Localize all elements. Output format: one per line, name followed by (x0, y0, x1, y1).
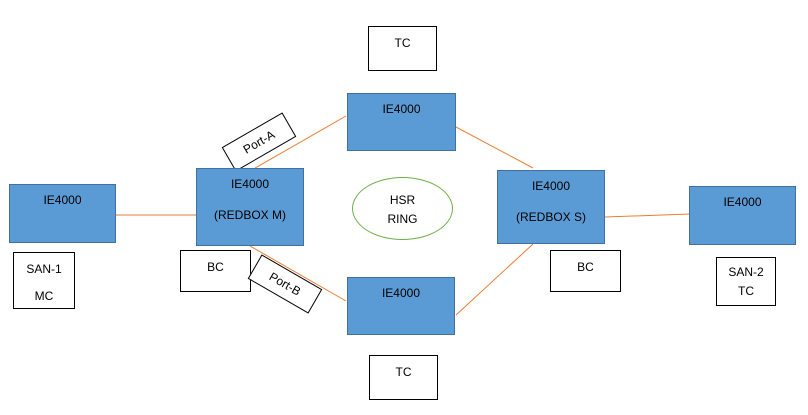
switch-redbox-s-label: IE4000 (531, 179, 571, 193)
ring-label-line1: HSR (389, 193, 416, 207)
switch-bottom: IE4000 (347, 277, 455, 335)
switch-san2: IE4000 (689, 186, 796, 245)
san2-label-line2: TC (738, 284, 754, 298)
top-tc-label: TC (394, 36, 411, 50)
redbox-s-bc-label-box: BC (550, 250, 621, 292)
ring-label-line2: RING (387, 212, 418, 226)
san1-label-line2: MC (34, 289, 54, 303)
switch-top: IE4000 (347, 93, 456, 151)
bottom-tc-label: TC (395, 365, 412, 379)
redbox-m-bc-label-box: BC (180, 250, 251, 292)
link-top-redbox-s (455, 126, 534, 169)
switch-redbox-m-label: IE4000 (230, 177, 270, 191)
switch-top-label: IE4000 (382, 102, 421, 116)
link-redbox-s-san2 (604, 213, 691, 218)
top-tc-label-box: TC (368, 26, 437, 71)
switch-redbox-m: IE4000 (REDBOX M) (196, 168, 304, 246)
switch-san1-label: IE4000 (43, 193, 82, 207)
redbox-s-bc-label: BC (577, 260, 594, 274)
switch-san1: IE4000 (9, 184, 116, 243)
switch-redbox-s-sublabel: (REDBOX S) (515, 210, 586, 224)
switch-redbox-m-sublabel: (REDBOX M) (214, 208, 286, 222)
san2-label-line1: SAN-2 (728, 265, 764, 279)
redbox-m-bc-label: BC (207, 260, 224, 274)
san1-label-box: SAN-1 MC (13, 252, 75, 309)
san1-label-line1: SAN-1 (26, 262, 62, 276)
switch-san2-label: IE4000 (723, 195, 762, 209)
link-redbox-m-top (249, 115, 347, 172)
link-redbox-m-bottom (249, 245, 347, 302)
hsr-ring: HSR RING (352, 177, 453, 240)
san2-label-box: SAN-2 TC (716, 257, 776, 306)
switch-bottom-label: IE4000 (381, 286, 421, 300)
link-bottom-redbox-s (455, 243, 534, 316)
bottom-tc-label-box: TC (369, 355, 438, 400)
switch-redbox-s: IE4000 (REDBOX S) (497, 170, 605, 244)
